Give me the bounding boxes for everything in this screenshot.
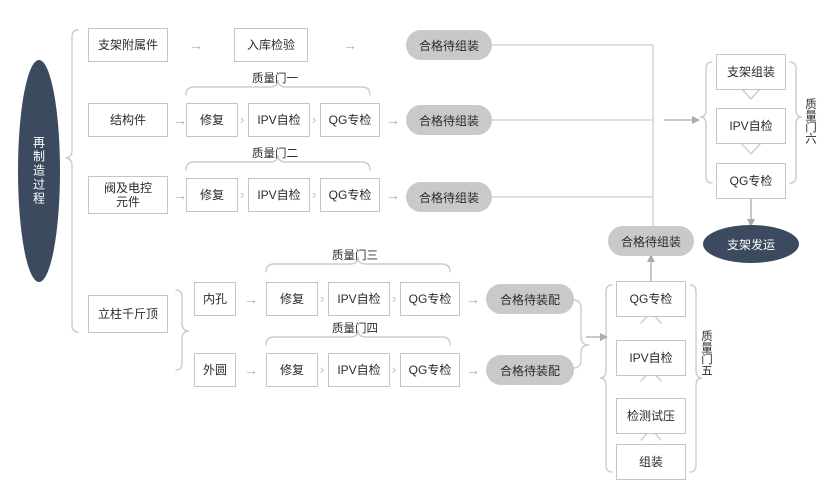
row1-inspect-box[interactable]: 入库检验 — [234, 28, 308, 62]
row3-source-box[interactable]: 阀及电控元件 — [88, 176, 168, 214]
row2-result-label: 合格待组装 — [418, 113, 479, 128]
row2-step-0[interactable]: 修复 — [186, 103, 238, 137]
row2-chevron-1: › — [240, 112, 245, 127]
row2-chevron-2: › — [312, 112, 317, 127]
row2-step-1[interactable]: IPV自检 — [248, 103, 310, 137]
row4-branch1-name-box[interactable]: 外圆 — [194, 353, 236, 387]
row3-arrow-2: → — [386, 187, 400, 203]
row1-arrow-2: → — [343, 37, 357, 53]
row4-branch0-chevron-1: › — [320, 291, 325, 306]
row3-chevron-2: › — [312, 187, 317, 202]
gate6-step-0[interactable]: 支架组装 — [716, 54, 786, 90]
row4-branch0-name-box[interactable]: 内孔 — [194, 282, 236, 316]
row3-step-2[interactable]: QG专检 — [320, 178, 380, 212]
row3-step-0[interactable]: 修复 — [186, 178, 238, 212]
row2-arrow-2: → — [386, 112, 400, 128]
row4-branch0-arrow-2: → — [466, 291, 480, 307]
row4-branch0-arrow-1: → — [244, 291, 258, 307]
row1-result-label: 合格待组装 — [418, 38, 479, 53]
row4-branch1-result-pill[interactable]: 合格待装配 — [486, 355, 574, 385]
row3-source-label: 阀及电控元件 — [103, 181, 152, 209]
gate5-step-qg[interactable]: QG专检 — [616, 281, 686, 317]
gate2-label: 质量门二 — [252, 148, 298, 160]
row3-chevron-1: › — [240, 187, 245, 202]
row3-step-1[interactable]: IPV自检 — [248, 178, 310, 212]
row4-branch1-arrow-2: → — [466, 362, 480, 378]
root-node-label: 再制造过程 — [31, 136, 46, 206]
row4-branch1-step-0[interactable]: 修复 — [266, 353, 318, 387]
row3-result-pill[interactable]: 合格待组装 — [406, 182, 492, 212]
gate1-label: 质量门一 — [252, 73, 298, 85]
gate5-step-test[interactable]: 检测试压 — [616, 398, 686, 434]
gate5-step-assemble[interactable]: 组装 — [616, 444, 686, 480]
row1-inspect-label: 入库检验 — [246, 38, 295, 52]
row4-branch1-chevron-2: › — [392, 362, 397, 377]
gate5-label: 质量门五 — [700, 330, 712, 376]
row3-result-label: 合格待组装 — [418, 190, 479, 205]
row2-step-2[interactable]: QG专检 — [320, 103, 380, 137]
row4-source-box[interactable]: 立柱千斤顶 — [88, 295, 168, 333]
gate5-step-ipv[interactable]: IPV自检 — [616, 340, 686, 376]
row4-source-label: 立柱千斤顶 — [97, 307, 158, 321]
gate5-result-label: 合格待组装 — [620, 234, 681, 249]
gate4-label: 质量门四 — [332, 323, 378, 335]
gate3-label: 质量门三 — [332, 250, 378, 262]
row1-result-pill[interactable]: 合格待组装 — [406, 30, 492, 60]
row1-arrow-1: → — [189, 37, 203, 53]
gate6-step-1[interactable]: IPV自检 — [716, 108, 786, 144]
row4-branch0-step-0[interactable]: 修复 — [266, 282, 318, 316]
row1-source-box[interactable]: 支架附属件 — [88, 28, 168, 62]
row4-branch0-step-1[interactable]: IPV自检 — [328, 282, 390, 316]
row4-branch0-step-2[interactable]: QG专检 — [400, 282, 460, 316]
terminal-node-label: 支架发运 — [726, 237, 775, 252]
row3-arrow-1: → — [173, 187, 187, 203]
gate6-label: 质量门六 — [804, 98, 816, 144]
row2-result-pill[interactable]: 合格待组装 — [406, 105, 492, 135]
terminal-node-shipping: 支架发运 — [703, 225, 799, 263]
gate5-result-pill[interactable]: 合格待组装 — [608, 226, 694, 256]
row4-branch0-result-pill[interactable]: 合格待装配 — [486, 284, 574, 314]
row4-branch1-step-2[interactable]: QG专检 — [400, 353, 460, 387]
row4-branch1-arrow-1: → — [244, 362, 258, 378]
root-node-remanufacturing-process: 再制造过程 — [18, 60, 60, 282]
row4-branch0-chevron-2: › — [392, 291, 397, 306]
row4-branch1-chevron-1: › — [320, 362, 325, 377]
row2-source-box[interactable]: 结构件 — [88, 103, 168, 137]
row4-branch1-step-1[interactable]: IPV自检 — [328, 353, 390, 387]
gate6-step-2[interactable]: QG专检 — [716, 163, 786, 199]
row2-source-label: 结构件 — [109, 113, 146, 127]
row1-source-label: 支架附属件 — [97, 38, 158, 52]
row2-arrow-1: → — [173, 112, 187, 128]
